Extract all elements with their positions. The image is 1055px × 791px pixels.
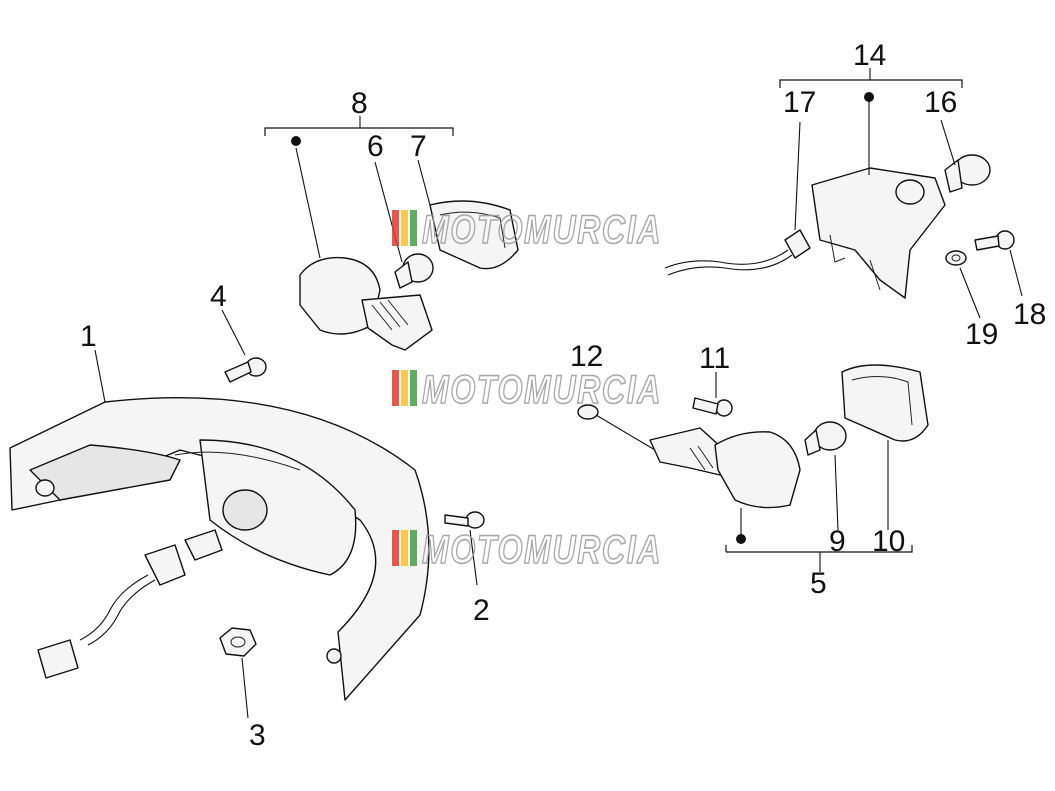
- callout-16: 16: [924, 86, 957, 119]
- part-9-bulb: [804, 421, 847, 456]
- watermark-stripe: [410, 210, 417, 246]
- callout-14: 14: [853, 39, 886, 72]
- part-17-wire: [664, 229, 811, 276]
- watermark-stripe: [410, 370, 417, 406]
- watermark-stripe: [410, 530, 417, 566]
- watermark-logo-1: MOTOMURCIA: [392, 207, 662, 253]
- callout-labels: 1 2 3 4 5 6 7 8 9 10 11 12 14 16 17 18 1…: [80, 39, 1046, 752]
- callout-12: 12: [570, 340, 603, 373]
- watermark-text: MOTOMURCIA: [422, 368, 662, 412]
- watermark-logo-2: MOTOMURCIA: [392, 367, 662, 413]
- callout-6: 6: [367, 130, 384, 163]
- part-19-washer: [945, 250, 967, 266]
- watermark-logos: MOTOMURCIA MOTOMURCIA MOTOMURCIA: [392, 207, 662, 573]
- watermark-stripe: [401, 210, 408, 246]
- callout-19: 19: [965, 318, 998, 351]
- watermark-stripe: [401, 530, 408, 566]
- watermark-stripe: [392, 370, 399, 406]
- callout-11: 11: [699, 342, 730, 375]
- callout-18: 18: [1013, 298, 1046, 331]
- part-2-screw: [444, 511, 485, 529]
- part-5-indicator-assembly: [649, 427, 801, 509]
- part-11-screw: [692, 397, 733, 417]
- callout-8: 8: [351, 87, 368, 120]
- callout-3: 3: [249, 719, 266, 752]
- part-8-indicator-assembly: [299, 256, 433, 351]
- callout-9: 9: [829, 525, 846, 558]
- watermark-logo-3: MOTOMURCIA: [392, 527, 662, 573]
- watermark-stripe: [401, 370, 408, 406]
- watermark-stripe: [392, 210, 399, 246]
- part-4-screw: [224, 357, 267, 383]
- bracket-dots: [291, 92, 874, 544]
- part-12-washer: [577, 404, 599, 420]
- watermark-text: MOTOMURCIA: [422, 528, 662, 572]
- callout-10: 10: [872, 525, 905, 558]
- housing-bulb-cable: [37, 529, 223, 679]
- part-14-bulb-bracket: [811, 167, 946, 299]
- callout-17: 17: [783, 86, 816, 119]
- part-1-light-housing: [9, 397, 430, 701]
- part-6-bulb: [394, 253, 434, 289]
- callout-4: 4: [210, 280, 227, 313]
- callout-1: 1: [80, 320, 97, 353]
- watermark-text: MOTOMURCIA: [422, 208, 662, 252]
- part-10-lens: [841, 364, 929, 442]
- watermark-stripe: [392, 530, 399, 566]
- callout-7: 7: [410, 130, 427, 163]
- part-3-nut: [219, 627, 257, 657]
- callout-5: 5: [810, 567, 827, 600]
- callout-2: 2: [473, 594, 490, 627]
- part-18-screw: [974, 230, 1015, 251]
- part-7-lens: [429, 200, 519, 270]
- part-16-bulb: [944, 154, 991, 193]
